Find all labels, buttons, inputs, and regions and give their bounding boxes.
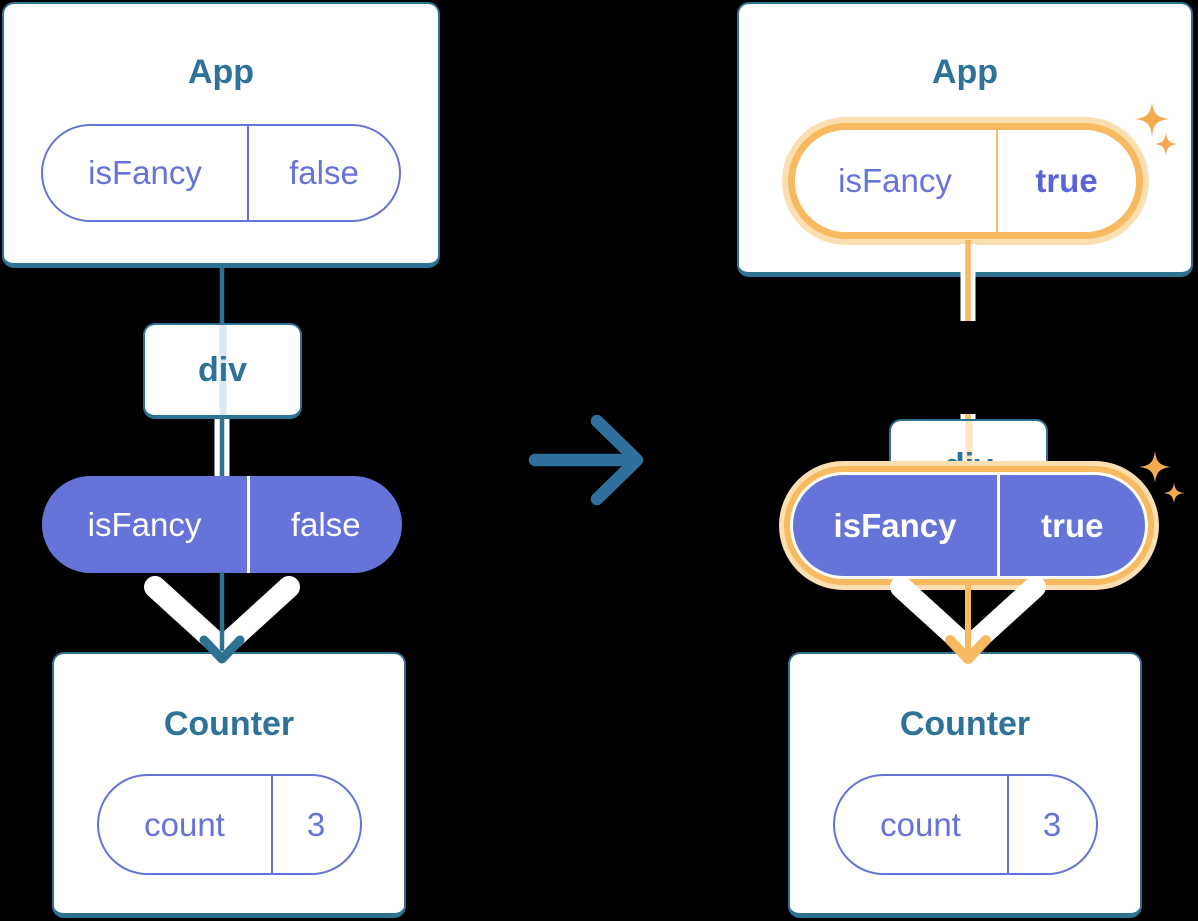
- prop-name: isFancy: [833, 506, 957, 544]
- prop-name: isFancy: [88, 154, 202, 191]
- counter-card-before: Counter count 3: [52, 652, 406, 918]
- prop-pill-passed-after: isFancy true: [793, 475, 1145, 576]
- state-pill-before: count 3: [96, 774, 362, 875]
- state-name: count: [144, 805, 225, 843]
- pill-divider: [1006, 776, 1009, 873]
- div-label: div: [197, 350, 248, 389]
- state-name: count: [880, 805, 961, 843]
- prop-name: isFancy: [87, 505, 202, 543]
- prop-pill-passed-before: isFancy false: [42, 476, 402, 573]
- through-line: [219, 325, 226, 415]
- state-value: 3: [1042, 805, 1062, 843]
- prop-value: false: [290, 505, 361, 543]
- app-title: App: [931, 53, 999, 91]
- prop-value: false: [289, 154, 359, 191]
- app-card-after: App isFancy true: [737, 2, 1193, 277]
- counter-card-after: Counter count 3: [788, 652, 1142, 918]
- state-value: 3: [306, 805, 326, 843]
- div-node-before: div: [143, 323, 302, 419]
- prop-pill-app-after: isFancy true: [794, 130, 1136, 232]
- app-card-before: App isFancy false: [2, 2, 440, 268]
- state-pill-after: count 3: [832, 774, 1098, 875]
- highlight-ring: isFancy true: [781, 117, 1149, 245]
- pill-divider: [270, 776, 273, 873]
- pill-divider: [247, 476, 250, 573]
- pill-divider: [997, 475, 1000, 576]
- counter-title: Counter: [163, 705, 295, 743]
- prop-name: isFancy: [838, 162, 952, 199]
- app-title: App: [187, 53, 255, 91]
- prop-value: true: [1035, 162, 1098, 199]
- highlight-ring: isFancy true: [779, 461, 1159, 590]
- transition-arrow-icon: [528, 414, 644, 506]
- pill-divider: [247, 126, 249, 220]
- pill-divider: [995, 130, 998, 232]
- prop-value: true: [1041, 506, 1104, 544]
- counter-title: Counter: [899, 705, 1031, 743]
- prop-pill-app-before: isFancy false: [41, 124, 401, 222]
